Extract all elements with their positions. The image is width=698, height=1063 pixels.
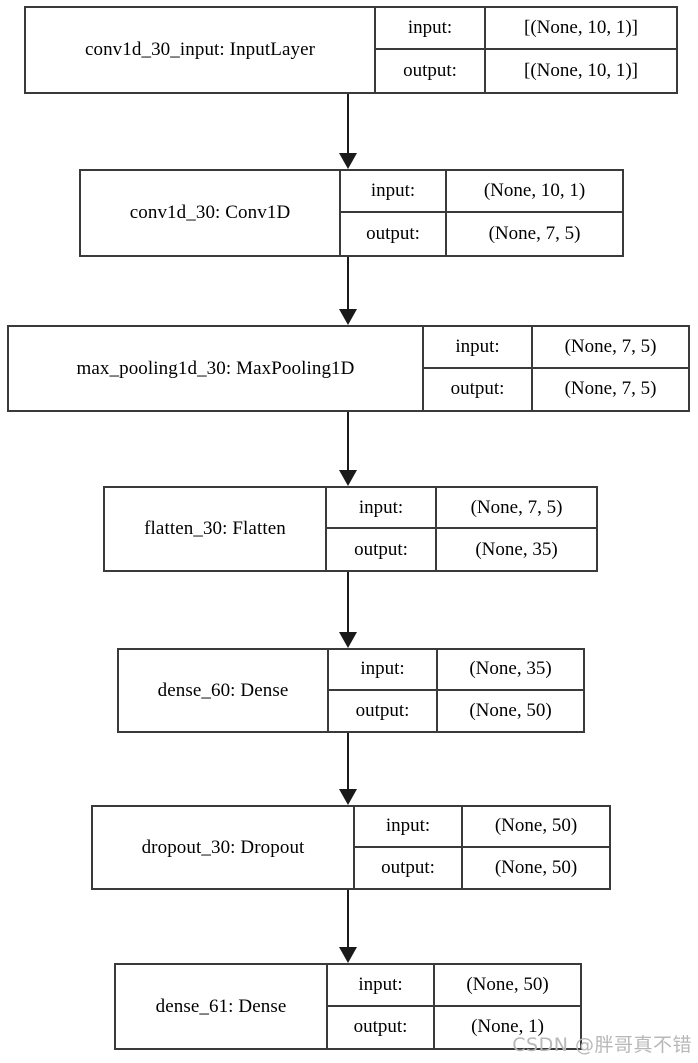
node-output-row: output: (None, 50) <box>355 847 609 888</box>
node-io-table: input: (None, 7, 5) output: (None, 35) <box>327 488 596 570</box>
edge-arrowhead-conv1d <box>339 153 357 169</box>
node-dense-61[interactable]: dense_61: Dense input: (None, 50) output… <box>114 963 582 1050</box>
input-label: input: <box>341 171 447 211</box>
output-shape-value: (None, 50) <box>469 699 552 721</box>
node-name: conv1d_30: Conv1D <box>81 171 341 255</box>
node-output-row: output: [(None, 10, 1)] <box>376 50 676 92</box>
output-label: output: <box>327 529 437 570</box>
node-input-row: input: (None, 7, 5) <box>424 327 688 369</box>
node-input-row: input: (None, 50) <box>355 807 609 848</box>
output-label: output: <box>341 213 447 255</box>
input-shape-value: (None, 7, 5) <box>564 335 657 357</box>
node-io-table: input: [(None, 10, 1)] output: [(None, 1… <box>376 8 676 92</box>
input-label: input: <box>424 327 533 367</box>
edge-arrowhead-dense61 <box>339 947 357 963</box>
node-output-row: output: (None, 35) <box>327 529 596 570</box>
input-shape-value: (None, 10, 1) <box>483 180 586 201</box>
input-label: input: <box>329 650 438 689</box>
input-shape-value: [(None, 10, 1)] <box>524 17 638 38</box>
edge-dropout-to-dense61 <box>347 890 349 952</box>
edge-arrowhead-flatten <box>339 470 357 486</box>
node-dropout-30[interactable]: dropout_30: Dropout input: (None, 50) ou… <box>91 805 611 890</box>
node-io-table: input: (None, 50) output: (None, 50) <box>355 807 609 888</box>
node-name: conv1d_30_input: InputLayer <box>26 8 376 92</box>
edge-conv1d-to-maxpooling <box>347 257 349 318</box>
edge-maxpooling-to-flatten <box>347 412 349 474</box>
output-label: output: <box>329 690 438 731</box>
node-output-row: output: (None, 7, 5) <box>424 368 688 410</box>
input-shape-value: (None, 50) <box>494 815 578 837</box>
output-label: output: <box>328 1006 435 1048</box>
node-input-row: input: (None, 50) <box>328 965 580 1007</box>
input-shape-value: (None, 7, 5) <box>470 496 563 518</box>
output-shape-value: (None, 7, 5) <box>488 223 581 244</box>
node-max-pooling1d-30[interactable]: max_pooling1d_30: MaxPooling1D input: (N… <box>7 325 690 412</box>
node-dense-60[interactable]: dense_60: Dense input: (None, 35) output… <box>117 648 585 733</box>
node-name: dense_61: Dense <box>116 965 328 1048</box>
node-flatten-30[interactable]: flatten_30: Flatten input: (None, 7, 5) … <box>103 486 598 572</box>
output-label: output: <box>355 847 463 888</box>
edge-flatten-to-dense60 <box>347 572 349 634</box>
node-input-row: input: (None, 10, 1) <box>341 171 622 213</box>
node-io-table: input: (None, 7, 5) output: (None, 7, 5) <box>424 327 688 410</box>
output-shape-value: (None, 50) <box>494 856 578 878</box>
edge-arrowhead-maxpooling <box>339 309 357 325</box>
node-output-row: output: (None, 1) <box>328 1006 580 1048</box>
node-io-table: input: (None, 10, 1) output: (None, 7, 5… <box>341 171 622 255</box>
input-shape-value: (None, 35) <box>469 658 552 680</box>
input-label: input: <box>327 488 437 527</box>
edge-arrowhead-dropout <box>339 789 357 805</box>
output-label: output: <box>424 368 533 410</box>
output-shape-value: (None, 7, 5) <box>564 378 657 400</box>
edge-arrowhead-dense60 <box>339 632 357 648</box>
node-name: dropout_30: Dropout <box>93 807 355 888</box>
node-output-row: output: (None, 7, 5) <box>341 213 622 255</box>
input-label: input: <box>376 8 486 48</box>
input-label: input: <box>328 965 435 1005</box>
node-name: flatten_30: Flatten <box>105 488 327 570</box>
input-label: input: <box>355 807 463 846</box>
node-name: dense_60: Dense <box>119 650 329 731</box>
node-input-row: input: [(None, 10, 1)] <box>376 8 676 50</box>
output-shape-value: (None, 35) <box>475 538 558 560</box>
output-shape-value: (None, 1) <box>471 1016 544 1038</box>
node-input-row: input: (None, 35) <box>329 650 583 691</box>
node-conv1d-30-input[interactable]: conv1d_30_input: InputLayer input: [(Non… <box>24 6 678 94</box>
node-conv1d-30[interactable]: conv1d_30: Conv1D input: (None, 10, 1) o… <box>79 169 624 257</box>
csdn-watermark: CSDN @胖哥真不错 <box>512 1034 692 1056</box>
edge-dense60-to-dropout <box>347 733 349 795</box>
input-shape-value: (None, 50) <box>466 973 549 995</box>
edge-conv1d-input-to-conv1d <box>347 94 349 155</box>
node-name: max_pooling1d_30: MaxPooling1D <box>9 327 424 410</box>
node-io-table: input: (None, 35) output: (None, 50) <box>329 650 583 731</box>
node-output-row: output: (None, 50) <box>329 690 583 731</box>
output-label: output: <box>376 50 486 92</box>
node-io-table: input: (None, 50) output: (None, 1) <box>328 965 580 1048</box>
node-input-row: input: (None, 7, 5) <box>327 488 596 529</box>
output-shape-value: [(None, 10, 1)] <box>524 60 638 81</box>
